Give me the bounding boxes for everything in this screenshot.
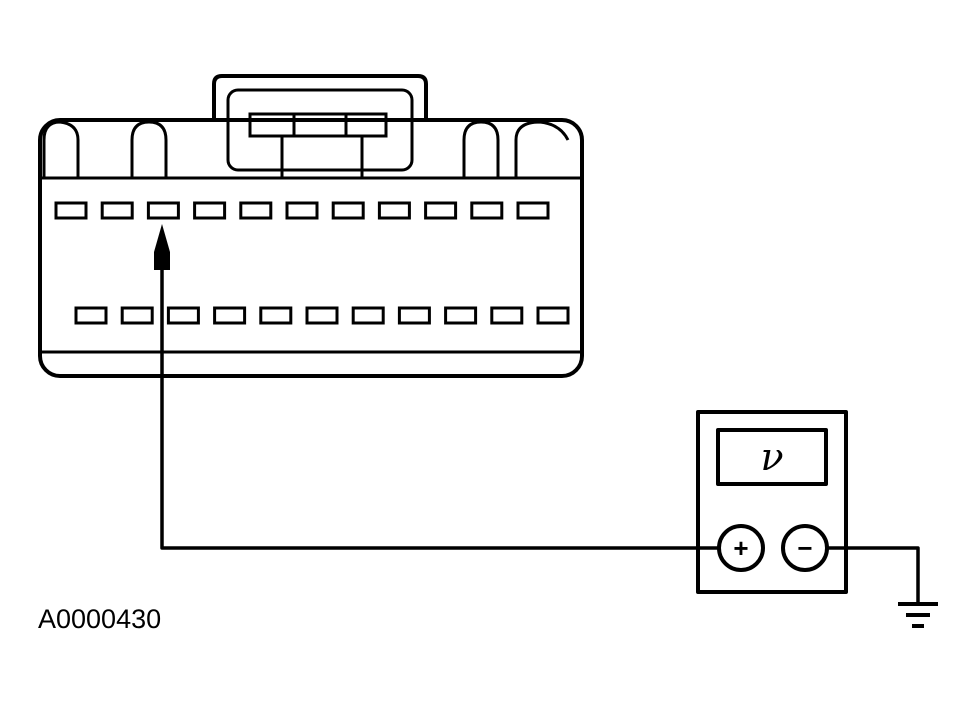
negative-terminal	[781, 524, 829, 572]
negative-lead-wire	[828, 546, 920, 602]
voltmeter-display-symbol: ν	[760, 435, 783, 479]
top-pin-cavity-10	[470, 201, 504, 220]
top-pin-cavity-9	[424, 201, 458, 220]
connector-rib-left-1	[42, 120, 80, 178]
top-pin-cavity-7	[331, 201, 365, 220]
top-pin-cavity-3	[146, 201, 180, 220]
positive-terminal	[717, 524, 765, 572]
connector-latch-stem	[280, 134, 364, 180]
connector-rib-right-1	[462, 120, 500, 178]
positive-terminal-symbol: +	[733, 533, 748, 563]
ground-icon	[898, 602, 938, 628]
connector-latch-housing	[212, 74, 428, 122]
bottom-pin-row	[74, 306, 570, 325]
connector-rib-left-2	[130, 120, 168, 178]
bottom-pin-cavity-11	[536, 306, 570, 325]
connector-rib-right-2	[514, 120, 570, 178]
probe-tip-icon	[154, 224, 170, 270]
bottom-pin-cavity-9	[444, 306, 478, 325]
bottom-pin-cavity-10	[490, 306, 524, 325]
top-pin-cavity-1	[54, 201, 88, 220]
voltmeter-display	[716, 428, 828, 486]
connector-body	[38, 118, 584, 378]
test-lead	[154, 224, 920, 602]
negative-terminal-symbol: −	[797, 533, 812, 563]
connector	[38, 74, 584, 378]
top-pin-cavity-4	[193, 201, 227, 220]
bottom-pin-cavity-1	[74, 306, 108, 325]
figure-id: A0000430	[38, 604, 161, 634]
connector-latch-tab	[248, 112, 388, 138]
top-pin-cavity-5	[239, 201, 273, 220]
bottom-pin-cavity-5	[259, 306, 293, 325]
bottom-pin-cavity-8	[397, 306, 431, 325]
positive-lead-wire	[160, 270, 718, 550]
bottom-pin-cavity-6	[305, 306, 339, 325]
top-pin-cavity-8	[377, 201, 411, 220]
voltmeter-body	[696, 410, 848, 594]
bottom-pin-cavity-3	[166, 306, 200, 325]
bottom-pin-cavity-4	[213, 306, 247, 325]
voltmeter: ν + −	[696, 410, 848, 594]
top-pin-cavity-6	[285, 201, 319, 220]
bottom-pin-cavity-2	[120, 306, 154, 325]
bottom-pin-cavity-7	[351, 306, 385, 325]
top-pin-row	[54, 201, 550, 220]
connector-latch-inner	[226, 88, 414, 172]
top-pin-cavity-11	[516, 201, 550, 220]
top-pin-cavity-2	[100, 201, 134, 220]
